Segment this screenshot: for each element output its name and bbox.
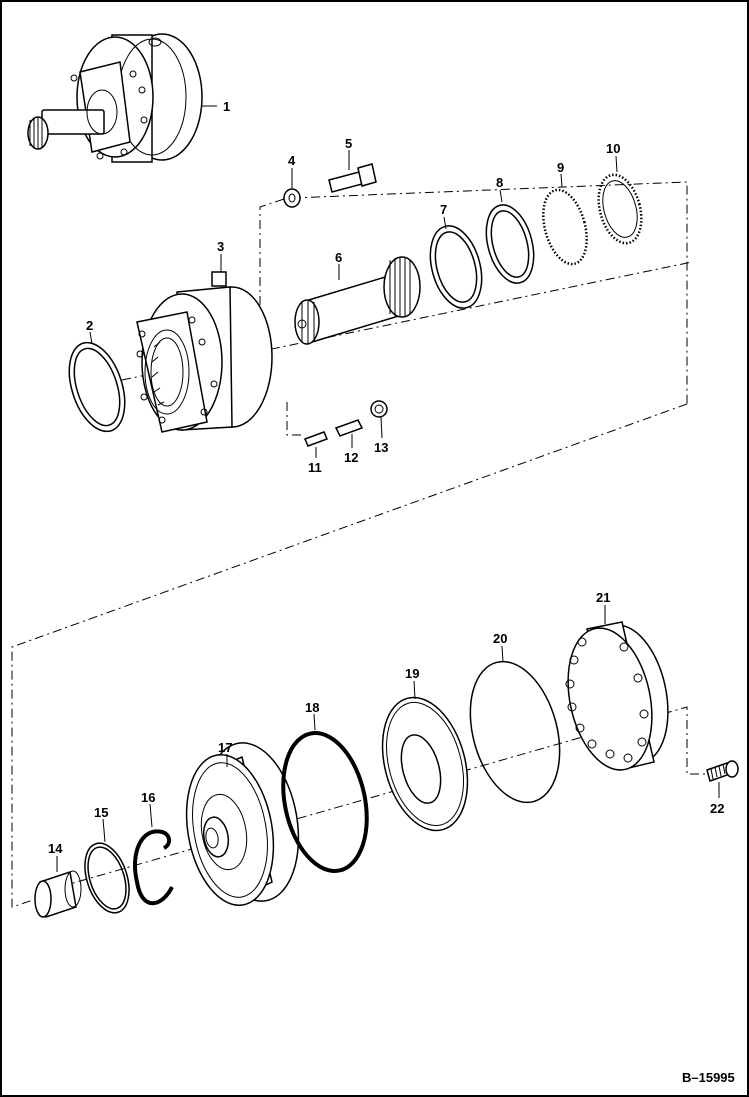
part-5-bolt bbox=[328, 150, 377, 193]
part-14-bushing bbox=[34, 856, 82, 918]
part-1-motor-assembly bbox=[27, 33, 217, 163]
label-9: 9 bbox=[557, 160, 564, 175]
part-21-cover bbox=[565, 605, 669, 771]
label-12: 12 bbox=[344, 450, 358, 465]
label-7: 7 bbox=[440, 202, 447, 217]
part-18-o-ring bbox=[281, 713, 369, 873]
label-2: 2 bbox=[86, 318, 93, 333]
part-4-washer bbox=[283, 168, 301, 208]
label-18: 18 bbox=[305, 700, 319, 715]
label-3: 3 bbox=[217, 239, 224, 254]
part-20-ring bbox=[469, 645, 561, 804]
label-13: 13 bbox=[374, 440, 388, 455]
centerline-link bbox=[11, 403, 688, 908]
part-13-plug bbox=[370, 400, 388, 439]
centerline-lower-axis bbox=[41, 706, 707, 893]
label-6: 6 bbox=[335, 250, 342, 265]
part-11-pin bbox=[303, 431, 329, 458]
part-19-plate bbox=[381, 680, 469, 832]
label-11: 11 bbox=[308, 460, 322, 475]
label-16: 16 bbox=[141, 790, 155, 805]
part-3-housing bbox=[136, 254, 273, 433]
label-5: 5 bbox=[345, 136, 352, 151]
label-17: 17 bbox=[218, 740, 232, 755]
part-labels: 1 2 3 4 5 6 7 8 9 10 11 12 13 14 15 16 1… bbox=[48, 99, 724, 856]
part-7-ring bbox=[429, 216, 483, 309]
part-6-shaft bbox=[294, 256, 421, 345]
label-14: 14 bbox=[48, 841, 63, 856]
part-10-friction-disc bbox=[597, 155, 643, 245]
figure-reference: B–15995 bbox=[682, 1070, 735, 1085]
label-22: 22 bbox=[710, 801, 724, 816]
centerline-pins bbox=[286, 402, 302, 436]
label-8: 8 bbox=[496, 175, 503, 190]
part-16-snap-ring bbox=[133, 803, 174, 906]
label-21: 21 bbox=[596, 590, 610, 605]
part-2-seal bbox=[68, 331, 126, 433]
part-22-screw bbox=[706, 760, 739, 798]
label-10: 10 bbox=[606, 141, 620, 156]
label-1: 1 bbox=[223, 99, 230, 114]
part-9-friction-disc bbox=[542, 173, 588, 266]
part-17-piston bbox=[185, 742, 300, 906]
label-20: 20 bbox=[493, 631, 507, 646]
part-8-ring bbox=[485, 189, 535, 284]
label-15: 15 bbox=[94, 805, 108, 820]
part-12-pin bbox=[334, 419, 364, 448]
label-4: 4 bbox=[288, 153, 296, 168]
label-19: 19 bbox=[405, 666, 419, 681]
part-15-o-ring bbox=[84, 818, 130, 914]
